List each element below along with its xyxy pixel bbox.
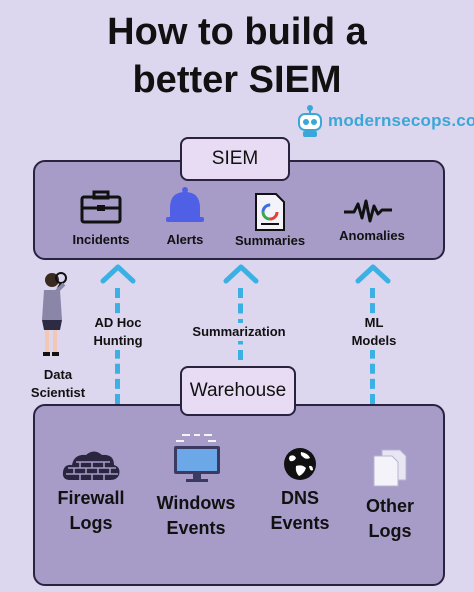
siem-item-summaries: Summaries (234, 233, 306, 248)
source-windows-line2: Events (166, 518, 226, 538)
globe-icon (282, 446, 318, 482)
flow-label-summarization: Summarization (186, 323, 292, 341)
document-chart-icon (254, 192, 286, 232)
flow-label-adhoc-line2: Hunting (93, 333, 143, 348)
data-scientist-icon (36, 270, 76, 358)
briefcase-icon (80, 190, 122, 224)
source-other-logs: Other Logs (352, 494, 428, 544)
warehouse-tag: Warehouse (180, 366, 296, 416)
waveform-icon (342, 198, 394, 224)
flow-label-ml: ML Models (340, 314, 408, 350)
source-dns-events: DNS Events (262, 486, 338, 536)
arrow-up-left-icon (100, 262, 136, 284)
siem-item-anomalies: Anomalies (339, 228, 405, 243)
bell-icon (164, 186, 206, 226)
documents-icon (372, 448, 408, 488)
windows-monitor-icon (170, 432, 224, 484)
data-scientist-line2: Scientist (30, 385, 86, 400)
source-firewall-line2: Logs (69, 513, 113, 533)
source-other-line2: Logs (368, 521, 412, 541)
siem-tag: SIEM (180, 137, 290, 181)
flow-label-adhoc: AD Hoc Hunting (80, 314, 156, 350)
firewall-cloud-icon (60, 446, 122, 484)
data-scientist-line1: Data (43, 367, 73, 382)
flow-label-adhoc-line1: AD Hoc (94, 315, 142, 330)
source-windows-line1: Windows (156, 493, 236, 513)
title-line-1: How to build a (107, 11, 367, 53)
source-firewall-line1: Firewall (57, 488, 125, 508)
arrow-up-center-icon (223, 262, 259, 284)
flow-label-ml-line2: Models (351, 333, 397, 348)
siem-item-incidents: Incidents (72, 232, 130, 247)
title-line-2: better SIEM (132, 59, 342, 101)
source-windows-events: Windows Events (150, 491, 242, 541)
source-dns-line2: Events (270, 513, 330, 533)
brand-text: modernsecops.com (328, 111, 474, 130)
siem-item-alerts: Alerts (166, 232, 204, 247)
arrow-up-right-icon (355, 262, 391, 284)
robot-logo-icon (296, 104, 324, 138)
source-firewall-logs: Firewall Logs (50, 486, 132, 536)
source-other-line1: Other (365, 496, 414, 516)
data-scientist-label: Data Scientist (20, 366, 96, 402)
flow-label-ml-line1: ML (364, 315, 384, 330)
warehouse-panel (33, 404, 445, 586)
source-dns-line1: DNS (280, 488, 319, 508)
